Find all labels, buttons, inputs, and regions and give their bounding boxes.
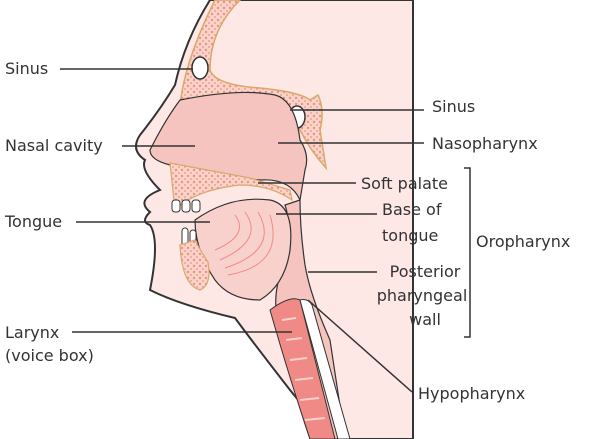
label-sinus-left: Sinus xyxy=(5,59,49,78)
label-nasal-cavity: Nasal cavity xyxy=(5,136,103,155)
label-soft-palate: Soft palate xyxy=(361,174,448,193)
leader-hypopharynx xyxy=(307,299,413,393)
label-posterior-2: pharyngeal xyxy=(376,286,468,305)
nasal-cavity xyxy=(149,91,308,203)
jaw-bone xyxy=(179,239,210,291)
label-oropharynx: Oropharynx xyxy=(476,232,571,251)
trachea-rings xyxy=(281,317,326,421)
tongue-muscle-lines xyxy=(214,211,274,276)
label-posterior-3: wall xyxy=(409,310,441,329)
label-sinus-right: Sinus xyxy=(432,97,476,116)
label-base-of-tongue-2: tongue xyxy=(382,226,439,245)
label-voice-box: (voice box) xyxy=(5,346,94,365)
leader-lines xyxy=(60,68,471,393)
label-base-of-tongue-1: Base of xyxy=(382,200,442,219)
label-tongue: Tongue xyxy=(5,212,63,231)
label-larynx: Larynx xyxy=(5,323,60,342)
label-hypopharynx: Hypopharynx xyxy=(418,384,526,403)
tongue xyxy=(194,198,292,301)
oropharynx-bracket xyxy=(464,167,471,338)
frontal-sinus xyxy=(191,56,209,80)
label-nasopharynx: Nasopharynx xyxy=(432,134,538,153)
label-posterior-1: Posterior xyxy=(389,262,461,281)
